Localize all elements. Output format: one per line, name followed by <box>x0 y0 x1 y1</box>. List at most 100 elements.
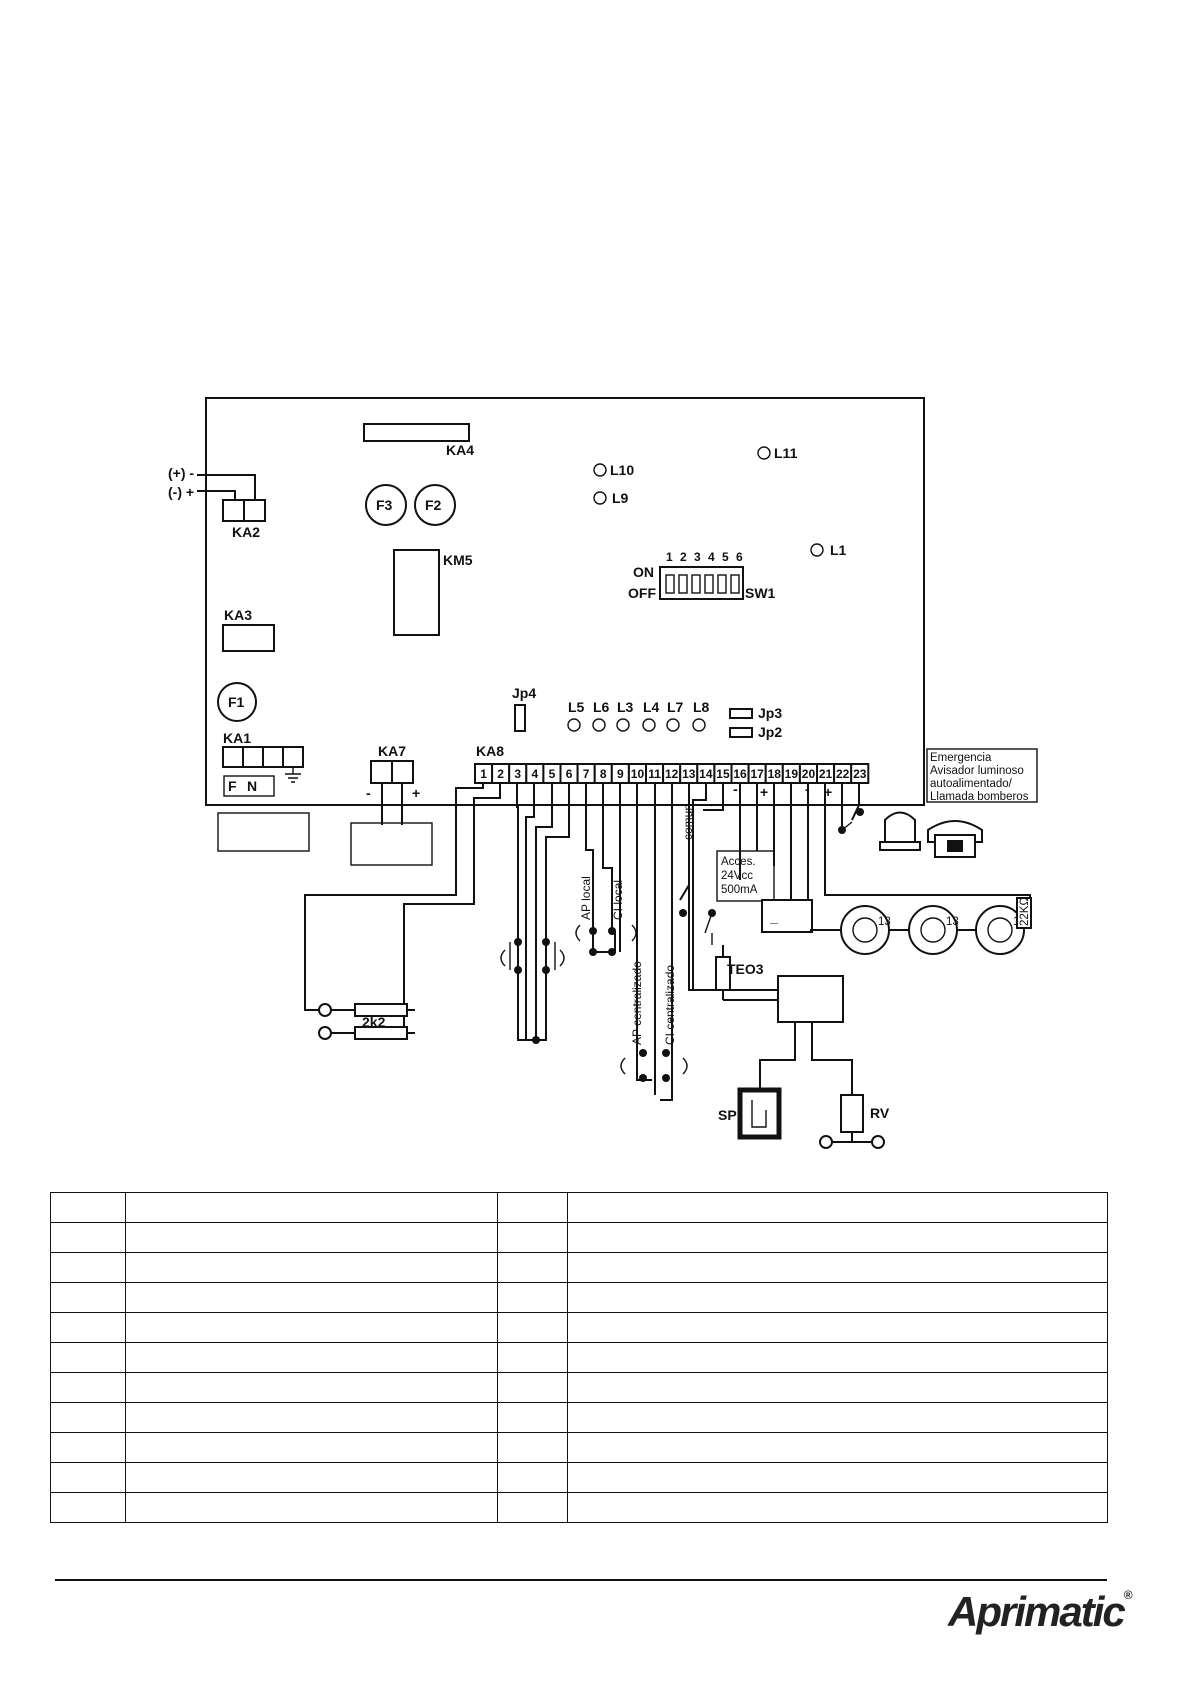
fuse-f1 <box>217 682 257 722</box>
legend-row <box>50 1342 1108 1373</box>
legend-cell <box>125 1372 498 1403</box>
ka7-plus: + <box>412 785 420 801</box>
jumper-jp4 <box>514 704 526 732</box>
legend-cell <box>125 1252 498 1283</box>
external-box-ka7 <box>350 822 433 866</box>
legend-cell <box>50 1462 126 1493</box>
legend-cell <box>567 1432 1108 1463</box>
sw-num-4: 4 <box>708 550 715 564</box>
legend-cell <box>497 1492 568 1523</box>
ka1-fn-box <box>223 775 275 797</box>
legend-cell <box>567 1312 1108 1343</box>
control-board <box>205 397 925 806</box>
legend-row <box>50 1222 1108 1253</box>
jumper-jp2 <box>729 727 753 738</box>
sw-num-3: 3 <box>694 550 701 564</box>
emergency-line-3: autoalimentado/ <box>930 778 1013 790</box>
legend-cell <box>125 1222 498 1253</box>
relay-km5 <box>393 549 440 636</box>
legend-cell <box>50 1492 126 1523</box>
polarity-top-label: (+) - <box>168 465 194 481</box>
legend-cell <box>497 1222 568 1253</box>
legend-cell <box>50 1402 126 1433</box>
telephone-icon <box>927 820 983 858</box>
sw-on-label: ON <box>633 564 654 580</box>
ka1-label: KA1 <box>223 730 251 746</box>
emergency-line-4: Llamada bomberos <box>930 791 1029 803</box>
block-polarity: _ <box>769 909 778 925</box>
jp4-label: Jp4 <box>512 685 536 701</box>
terminal-21-label: 21 <box>819 767 833 781</box>
legend-cell <box>50 1432 126 1463</box>
legend-cell <box>567 1342 1108 1373</box>
legend-cell <box>567 1222 1108 1253</box>
terminal-2-label: 2 <box>497 767 504 781</box>
legend-row <box>50 1372 1108 1403</box>
led-l8-label: L8 <box>693 699 710 715</box>
control-box <box>777 975 844 1023</box>
legend-cell <box>125 1282 498 1313</box>
jumper-jp3 <box>729 708 753 719</box>
legend-cell <box>567 1252 1108 1283</box>
legend-cell <box>497 1342 568 1373</box>
legend-row <box>50 1252 1108 1283</box>
t16-polarity: - <box>733 781 738 797</box>
t17-polarity: + <box>760 784 768 800</box>
legend-row <box>50 1492 1108 1523</box>
legend-row <box>50 1312 1108 1343</box>
terminal-17-label: 17 <box>750 767 764 781</box>
terminal-16-label: 16 <box>733 767 747 781</box>
terminal-6-label: 6 <box>566 767 573 781</box>
ka1-connector <box>222 746 304 783</box>
sw-num-1: 1 <box>666 550 673 564</box>
legend-cell <box>497 1462 568 1493</box>
smoke-detector-2 <box>908 905 958 955</box>
legend-cell <box>125 1492 498 1523</box>
resistor-22k <box>1016 897 1032 929</box>
legend-row <box>50 1282 1108 1313</box>
legend-cell <box>497 1312 568 1343</box>
terminal-20-label: 20 <box>802 767 816 781</box>
led-l9-label: L9 <box>612 490 629 506</box>
legend-cell <box>567 1372 1108 1403</box>
wiring-diagram: (+) - (-) + KA2 KA4 F3 F2 KM5 KA3 F1 KA1… <box>168 397 1038 1149</box>
beacon-icon <box>879 811 921 851</box>
rv-label: RV <box>870 1105 890 1121</box>
jp2-label: Jp2 <box>758 724 782 740</box>
ka3-label: KA3 <box>224 607 252 623</box>
legend-cell <box>567 1192 1108 1223</box>
sw1-label: SW1 <box>745 585 776 601</box>
external-box-left <box>217 812 310 852</box>
dip-switch-sw1 <box>659 566 744 600</box>
legend-cell <box>497 1402 568 1433</box>
ka3-connector <box>222 624 275 652</box>
sw-num-2: 2 <box>680 550 687 564</box>
ka7-label: KA7 <box>378 743 406 759</box>
fuse-f3-label: F3 <box>376 497 393 513</box>
fuse-f3 <box>365 484 407 526</box>
fuse-f2-label: F2 <box>425 497 442 513</box>
ci-local-label: CI local <box>611 880 625 920</box>
block-box <box>761 899 813 933</box>
led-l7-label: L7 <box>667 699 684 715</box>
sw-off-label: OFF <box>628 585 656 601</box>
led-l11 <box>757 446 771 460</box>
detector-code-2: 13 <box>946 916 959 928</box>
legend-cell <box>497 1432 568 1463</box>
terminal-7-label: 7 <box>583 767 590 781</box>
legend-row <box>50 1192 1108 1223</box>
legend-cell <box>567 1492 1108 1523</box>
sw-num-5: 5 <box>722 550 729 564</box>
ka1-f-label: F <box>228 778 237 794</box>
legend-table <box>50 1192 1108 1523</box>
legend-cell <box>50 1372 126 1403</box>
terminal-5-label: 5 <box>549 767 556 781</box>
legend-row <box>50 1462 1108 1493</box>
legend-cell <box>497 1192 568 1223</box>
accessory-box <box>716 850 775 902</box>
accessory-line-3: 500mA <box>721 884 758 896</box>
sensor-sp <box>737 1087 782 1140</box>
legend-cell <box>497 1252 568 1283</box>
ka2-connector <box>222 499 266 522</box>
